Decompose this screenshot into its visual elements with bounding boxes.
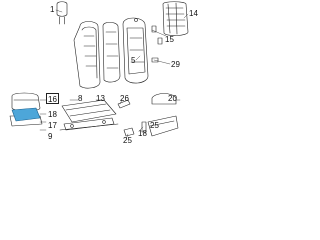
seat-back-panel-part	[162, 1, 189, 36]
callout-9: 9	[48, 132, 53, 141]
callout-20: 20	[168, 94, 177, 103]
callout-14: 14	[189, 9, 198, 18]
callout-1: 1	[50, 5, 55, 14]
callout-18: 18	[48, 110, 57, 119]
callout-26: 26	[120, 94, 129, 103]
callout-5: 5	[131, 56, 136, 65]
callout-25-second: 25	[150, 121, 159, 130]
seat-heater-pad-part	[11, 107, 41, 122]
seat-back-cover-part	[73, 21, 101, 89]
callout-29: 29	[171, 60, 180, 69]
callout-25: 25	[123, 136, 132, 145]
diagram-page: { "diagram": { "kind": "exploded-parts-d…	[0, 0, 200, 147]
callout-18-second: 18	[138, 129, 147, 138]
side-cover-part	[147, 93, 179, 137]
seat-back-frame-part	[122, 17, 149, 84]
leader-lines	[39, 9, 189, 141]
seat-cushion-frame-part	[59, 99, 119, 131]
parts-diagram	[9, 1, 189, 141]
callout-15: 15	[165, 35, 174, 44]
clip-part	[151, 25, 163, 63]
callout-13: 13	[96, 94, 105, 103]
callout-16-box	[46, 93, 59, 104]
callout-16: 16	[48, 95, 57, 104]
headrest-part	[56, 1, 68, 25]
lever-part	[117, 99, 147, 137]
callout-17: 17	[48, 121, 57, 130]
callout-8: 8	[78, 94, 83, 103]
seat-back-pad-part	[102, 21, 121, 83]
